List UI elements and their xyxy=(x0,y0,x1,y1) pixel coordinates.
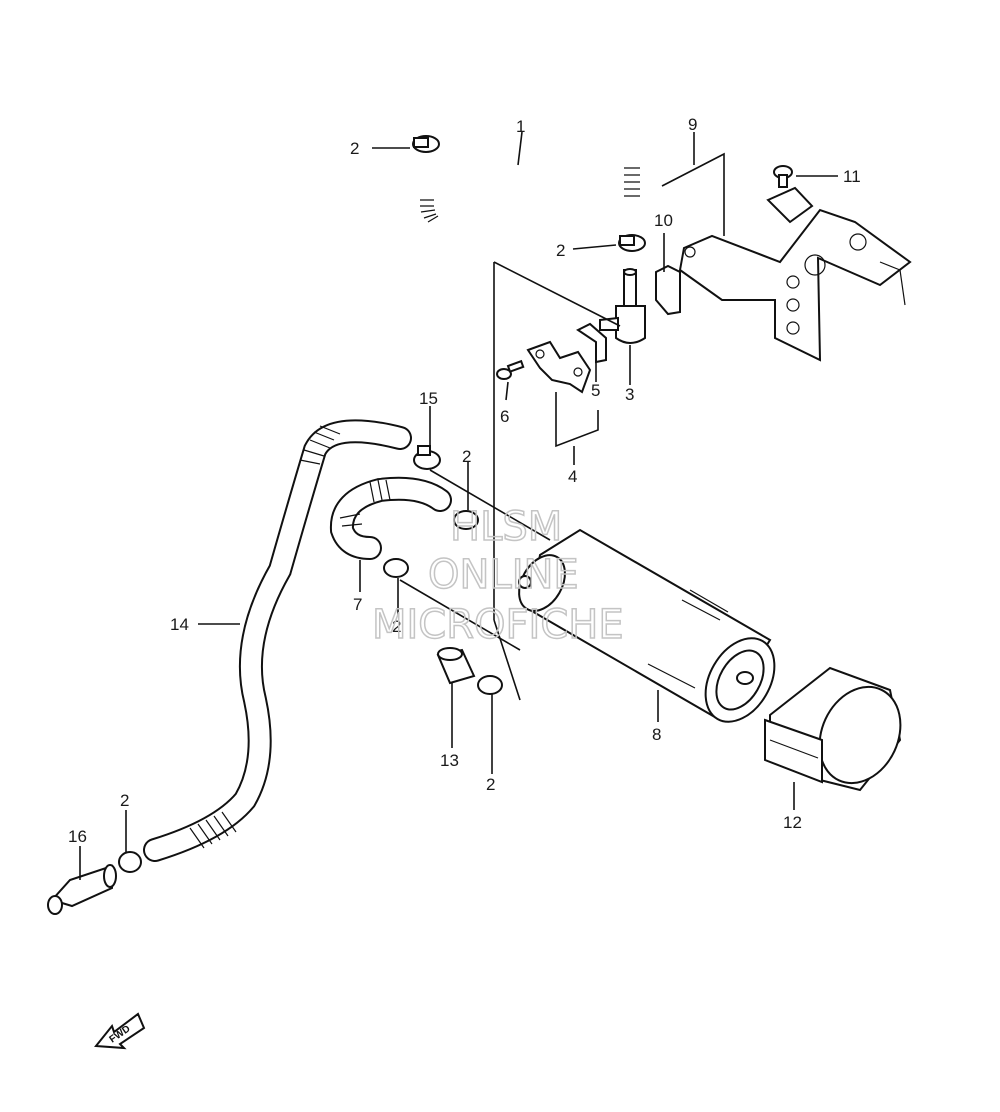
label-8: 8 xyxy=(652,725,661,744)
valve-3[interactable] xyxy=(599,268,646,344)
screw-6[interactable] xyxy=(496,359,525,380)
clamp-2-hose7[interactable] xyxy=(383,558,409,578)
label-12: 12 xyxy=(783,813,802,832)
clamp-2-left[interactable] xyxy=(118,851,142,873)
label-2: 2 xyxy=(462,447,471,466)
label-14: 14 xyxy=(170,615,189,634)
hose-7[interactable] xyxy=(329,476,452,560)
clip-5[interactable] xyxy=(576,322,607,364)
label-2: 2 xyxy=(350,139,359,158)
cover-12[interactable] xyxy=(764,666,916,796)
label-5: 5 xyxy=(591,381,600,400)
label-3: 3 xyxy=(625,385,634,404)
sleeve-13[interactable] xyxy=(436,647,476,685)
label-2: 2 xyxy=(120,791,129,810)
label-11: 11 xyxy=(843,167,861,186)
label-6: 6 xyxy=(500,407,509,426)
screw-11[interactable] xyxy=(773,165,793,188)
clamp-15[interactable] xyxy=(413,445,441,470)
hose-14[interactable] xyxy=(143,419,412,862)
watermark-line-1: HLSM xyxy=(450,504,562,550)
label-2: 2 xyxy=(486,775,495,794)
part-labels: 2 1 9 11 10 2 3 5 6 15 4 2 7 2 14 8 13 2… xyxy=(68,115,861,846)
watermark: HLSM ONLINE MICROFICHE xyxy=(371,503,624,649)
label-4: 4 xyxy=(568,467,577,486)
fwd-arrow-icon: FWD xyxy=(94,1012,146,1050)
label-13: 13 xyxy=(440,751,459,770)
fitting-16[interactable] xyxy=(47,864,117,915)
leader-lines xyxy=(79,131,838,880)
watermark-line-2: ONLINE xyxy=(428,552,579,598)
label-2: 2 xyxy=(392,617,401,636)
clamp-2-top[interactable] xyxy=(412,135,440,153)
label-2: 2 xyxy=(556,241,565,260)
label-16: 16 xyxy=(68,827,87,846)
clip-10[interactable] xyxy=(655,264,681,316)
label-1: 1 xyxy=(516,117,525,136)
clamp-2-mid[interactable] xyxy=(453,510,479,530)
label-10: 10 xyxy=(654,211,673,230)
clamp-2-hose1[interactable] xyxy=(618,234,646,252)
canister-8[interactable] xyxy=(510,528,789,734)
clamp-2-lower[interactable] xyxy=(477,675,503,695)
watermark-line-3: MICROFICHE xyxy=(372,602,624,648)
bracket-9[interactable] xyxy=(678,186,912,362)
label-15: 15 xyxy=(419,389,438,408)
label-9: 9 xyxy=(688,115,697,134)
bracket-4[interactable] xyxy=(526,340,592,394)
hose-1[interactable] xyxy=(409,133,641,242)
label-7: 7 xyxy=(353,595,362,614)
